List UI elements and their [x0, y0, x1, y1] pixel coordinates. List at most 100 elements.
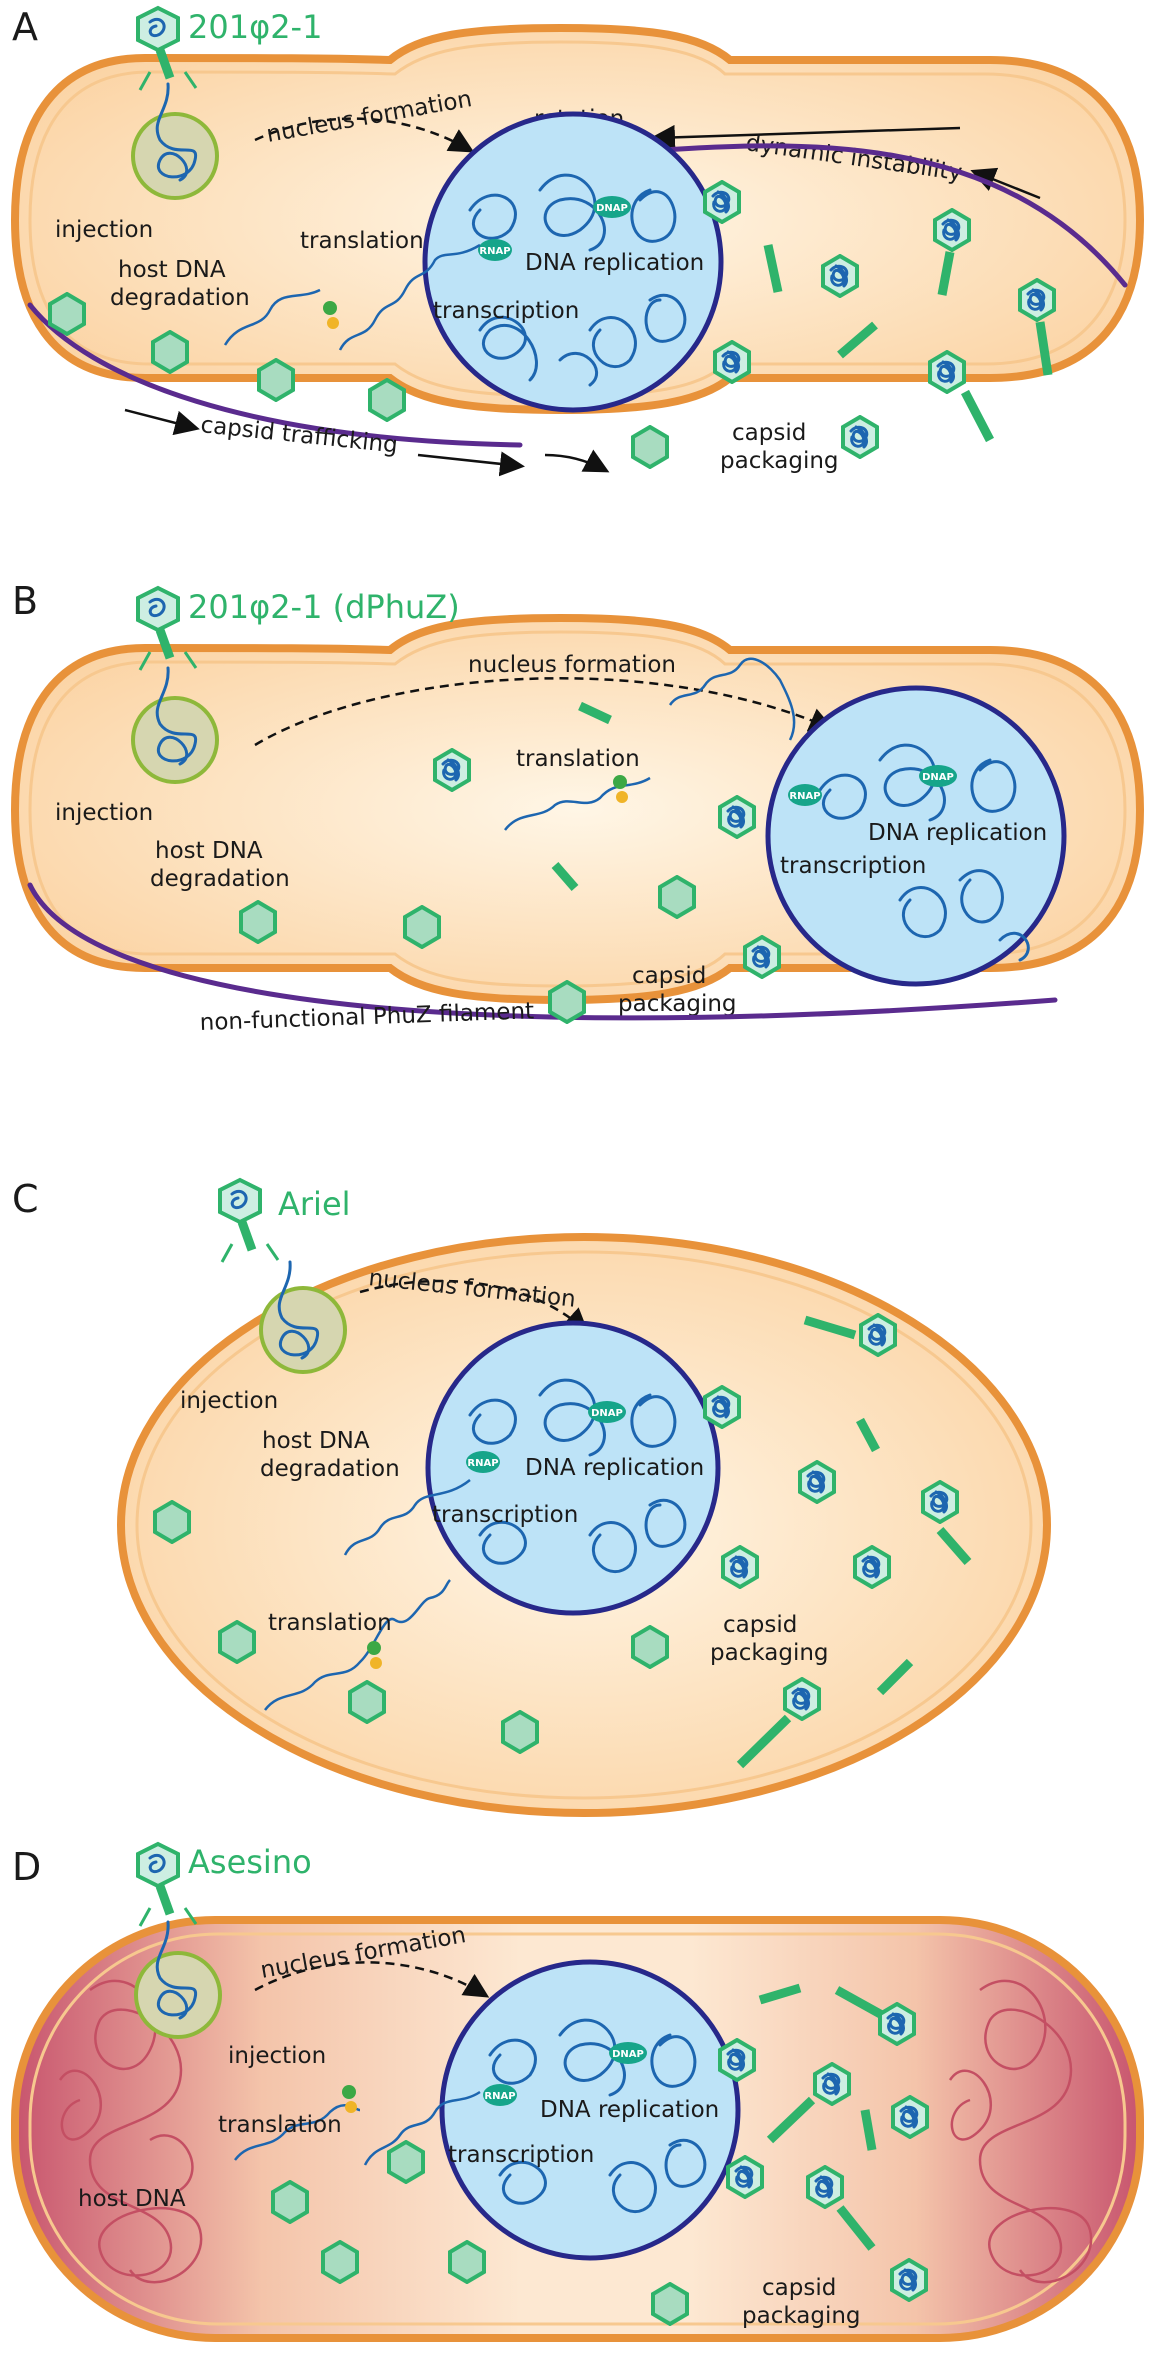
label-capsid-packaging-2: packaging [710, 1640, 829, 1666]
capsid-icon [1018, 278, 1056, 322]
phage-name-c: Ariel [278, 1185, 351, 1223]
ribosome-icon [367, 1641, 381, 1655]
capsid-icon [548, 980, 586, 1024]
capsid-icon [151, 330, 189, 374]
label-transcription: transcription [432, 1502, 578, 1528]
capsid-icon [703, 180, 741, 224]
label-dnap: DNAP [922, 772, 954, 783]
label-capsid-packaging-1: capsid [762, 2275, 836, 2301]
host-dna-right [948, 1979, 1093, 2284]
ribosome-icon [616, 791, 628, 803]
phage-icon [136, 585, 198, 671]
arrow-icon [124, 408, 200, 436]
dnap-icon [593, 196, 631, 218]
capsid-icon [368, 378, 406, 422]
capsid-icon [718, 2038, 756, 2082]
capsid-icon [933, 208, 971, 252]
capsid-icon [878, 2002, 916, 2046]
phage-icon [136, 1841, 198, 1927]
phuz-filament [27, 882, 1058, 1021]
label-capsid-packaging-2: packaging [618, 991, 737, 1017]
panel-d: D Asesino injection nucleus formation RN… [11, 1841, 1144, 2342]
phage-name-a: 201φ2-1 [188, 8, 322, 46]
phuz-filament [27, 302, 523, 448]
label-dna-replication: DNA replication [868, 820, 1047, 846]
capsid-icon [713, 340, 751, 384]
panel-c: C Ariel injection host DNA degradation n… [12, 1177, 1051, 1817]
label-non-functional-phuz: non-functional PhuZ filament [199, 998, 534, 1036]
capsid-icon [813, 2062, 851, 2106]
ribosome-icon [327, 317, 339, 329]
label-dna-replication: DNA replication [540, 2097, 719, 2123]
arrow-icon [359, 1279, 589, 1334]
label-dnap: DNAP [612, 2049, 644, 2060]
capsid-icon [348, 1680, 386, 1724]
capsid-icon [271, 2180, 309, 2224]
label-transcription: transcription [448, 2142, 594, 2168]
capsid-icon [806, 2165, 844, 2209]
capsid-icon [928, 350, 966, 394]
arrow-icon [970, 167, 1041, 200]
label-injection: injection [55, 217, 153, 243]
label-translation: translation [268, 1610, 392, 1636]
label-host-dna-2: degradation [150, 866, 290, 892]
label-host-dna-2: degradation [110, 285, 250, 311]
dnap-icon [609, 2042, 647, 2064]
capsid-icon [257, 358, 295, 402]
capsid-icon [821, 254, 859, 298]
capsid-icon [721, 1545, 759, 1589]
phage-nucleus [422, 111, 724, 413]
panel-c-letter: C [12, 1177, 39, 1221]
label-rnap: RNAP [484, 2091, 515, 2102]
label-dna-replication: DNA replication [525, 250, 704, 276]
capsid-icon [743, 935, 781, 979]
label-capsid-packaging-1: capsid [632, 963, 706, 989]
label-dnap: DNAP [591, 1408, 623, 1419]
capsid-icon [651, 2282, 689, 2326]
label-capsid-trafficking: capsid trafficking [199, 412, 399, 459]
label-host-dna-1: host DNA [262, 1428, 370, 1454]
phage-icon [136, 5, 198, 91]
phage-nucleus [439, 1959, 741, 2261]
capsid-icon [921, 1480, 959, 1524]
panel-a: A 201φ2-1 injection host DNA degradation… [10, 5, 1145, 477]
label-host-dna-1: host DNA [118, 257, 226, 283]
capsid-icon [783, 1677, 821, 1721]
arrow-icon [417, 451, 525, 477]
label-host-dna: host DNA [78, 2186, 186, 2212]
label-translation: translation [300, 228, 424, 254]
label-host-dna-2: degradation [260, 1456, 400, 1482]
arrow-icon [254, 677, 835, 747]
phage-icon [218, 1177, 280, 1263]
label-injection: injection [180, 1388, 278, 1414]
capsid-icon [403, 905, 441, 949]
capsid-icon [433, 748, 471, 792]
dnap-icon [919, 765, 957, 787]
ribosome-icon [323, 301, 337, 315]
label-rnap: RNAP [789, 791, 820, 802]
rnap-icon [788, 784, 822, 806]
capsid-icon [853, 1545, 891, 1589]
label-nucleus-formation: nucleus formation [468, 652, 676, 678]
capsid-icon [321, 2240, 359, 2284]
label-capsid-packaging-1: capsid [723, 1612, 797, 1638]
label-transcription: transcription [433, 298, 579, 324]
label-rnap: RNAP [467, 1458, 498, 1469]
injected-dna-bubble [259, 1286, 347, 1374]
label-capsid-packaging-2: packaging [720, 448, 839, 474]
capsid-icon [703, 1385, 741, 1429]
label-host-dna-1: host DNA [155, 838, 263, 864]
label-transcription: transcription [780, 853, 926, 879]
ribosome-icon [342, 2085, 356, 2099]
host-dna-left [58, 1979, 203, 2284]
capsid-icon [153, 1500, 191, 1544]
panel-a-letter: A [12, 5, 38, 49]
label-capsid-packaging-2: packaging [742, 2303, 861, 2329]
capsid-icon [631, 425, 669, 469]
panel-b: B 201φ2-1 (dPhuZ) injection host DNA deg… [10, 579, 1145, 1036]
ribosome-icon [345, 2101, 357, 2113]
capsid-icon [239, 900, 277, 944]
phage-name-b: 201φ2-1 (dPhuZ) [188, 588, 460, 626]
capsid-icon [890, 2258, 928, 2302]
